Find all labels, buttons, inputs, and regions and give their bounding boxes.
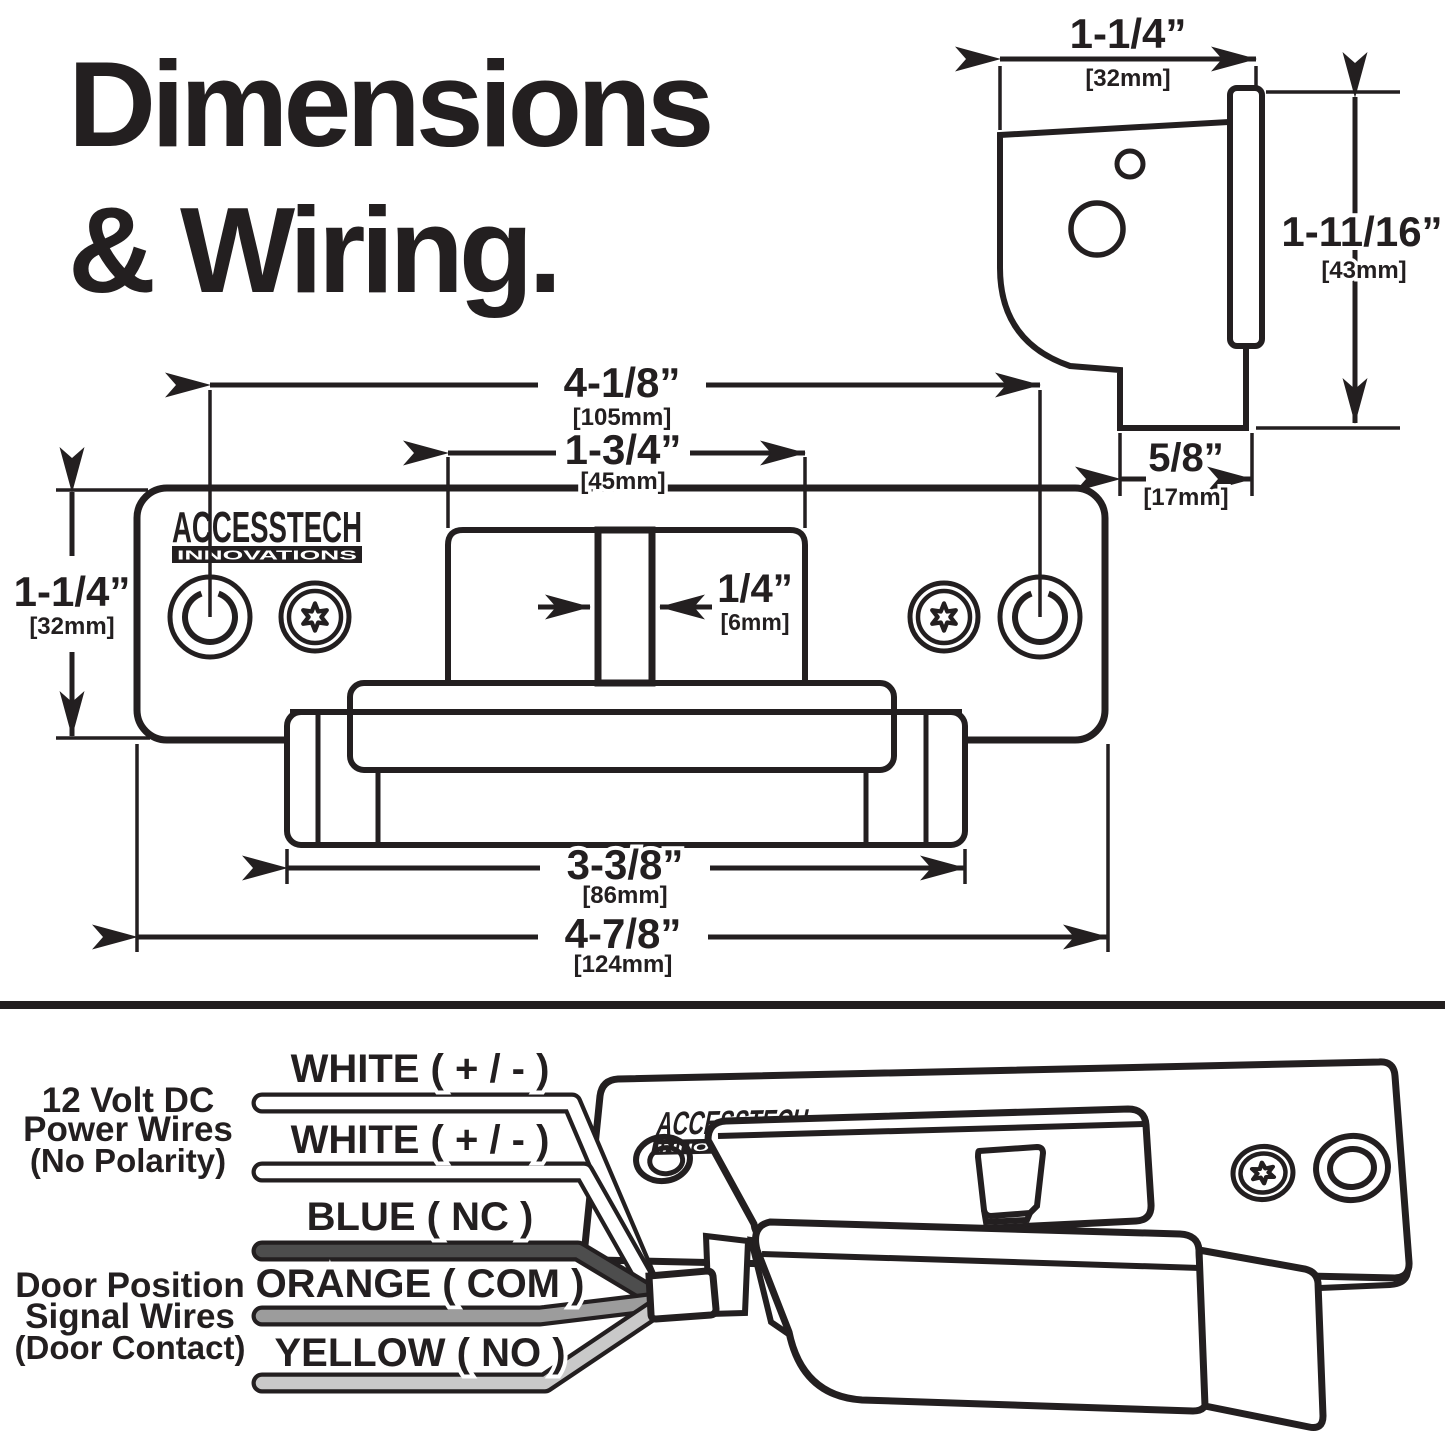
wire-yellow xyxy=(255,1300,665,1390)
dim-plate-width-value: 4-7/8” xyxy=(565,910,682,957)
section-divider-rule xyxy=(0,1001,1445,1009)
dim-plate-height-mm: [32mm] xyxy=(29,613,114,640)
keeper-divider-bar xyxy=(594,526,656,687)
front-view: ACCESSTECH INNOVATIONS xyxy=(10,359,1108,978)
dim-side-width-value: 1-1/4” xyxy=(1070,10,1187,57)
mount-hole-right-outer xyxy=(997,574,1083,660)
persp-latch-tab xyxy=(974,1143,1047,1220)
dim-divider-width: 1/4” [6mm] xyxy=(538,563,797,639)
brand-sub-bar xyxy=(172,546,362,563)
persp-keeper-seam xyxy=(717,1121,1147,1139)
signal-label-line2: Signal Wires xyxy=(25,1297,235,1336)
perspective-strike: ACCESSTECH INNOVATIONS xyxy=(581,1058,1413,1431)
dim-body-width: 3-3/8” [86mm] xyxy=(287,841,965,909)
signal-wires-label: Door Position Signal Wires (Door Contact… xyxy=(15,1266,246,1366)
dim-plate-height-value: 1-1/4” xyxy=(14,568,131,615)
persp-plate-edge xyxy=(1179,1267,1412,1297)
wire-label-white-1: WHITE ( + / - ) xyxy=(291,1047,550,1091)
wire-white-2 xyxy=(255,1165,659,1299)
dim-hole-span-value: 4-1/8” xyxy=(564,359,681,406)
side-faceplate xyxy=(1227,85,1265,349)
dim-divider-mm: [6mm] xyxy=(720,609,789,635)
wiring-section: 12 Volt DC Power Wires (No Polarity) Doo… xyxy=(15,1043,1413,1431)
dim-side-depth: 5/8” [17mm] xyxy=(1120,433,1252,511)
dim-plate-width: 4-7/8” [124mm] xyxy=(137,744,1108,978)
dim-side-height-mm: [43mm] xyxy=(1321,257,1406,284)
dim-side-width: 1-1/4” [32mm] xyxy=(955,6,1258,130)
dim-hole-span: 4-1/8” [105mm] xyxy=(210,359,1040,435)
wire-entry-block xyxy=(645,1267,720,1323)
torx-screw-right xyxy=(907,580,981,654)
wire-orange xyxy=(255,1295,663,1323)
dim-keeper-width-value: 1-3/4” xyxy=(565,426,682,473)
dim-side-width-mm: [32mm] xyxy=(1085,65,1170,92)
wire-labels: WHITE ( + / - ) WHITE ( + / - ) BLUE ( N… xyxy=(252,1043,589,1379)
dim-side-depth-value: 5/8” xyxy=(1148,436,1224,480)
wire-label-blue: BLUE ( NC ) xyxy=(307,1195,534,1239)
dim-side-height: 1-11/16” [43mm] xyxy=(1256,52,1445,430)
dim-plate-width-mm: [124mm] xyxy=(574,951,673,978)
wires xyxy=(251,1092,669,1394)
wire-label-orange: ORANGE ( COM ) xyxy=(256,1262,585,1306)
brand-logo-front: ACCESSTECH INNOVATIONS xyxy=(172,503,362,563)
page-title: Dimensions & Wiring. xyxy=(68,36,715,318)
strike-body-narrow xyxy=(347,680,897,773)
title-line-1: Dimensions xyxy=(68,36,710,172)
brand-name: ACCESSTECH xyxy=(172,503,362,552)
persp-hole-left xyxy=(633,1133,693,1185)
dim-keeper-width-mm: [45mm] xyxy=(580,468,665,495)
persp-hole-right xyxy=(1313,1132,1391,1204)
side-small-hole xyxy=(1114,148,1146,180)
signal-label-line3: (Door Contact) xyxy=(15,1329,246,1366)
dim-side-depth-mm: [17mm] xyxy=(1143,484,1228,511)
dim-keeper-width: 1-3/4” [45mm] xyxy=(448,426,805,528)
side-large-hole xyxy=(1068,200,1126,258)
persp-body-front xyxy=(752,1218,1211,1415)
side-body-outline xyxy=(997,117,1249,431)
side-view: 1-1/4” [32mm] 1-11/16” [43mm] 5/8” [17mm… xyxy=(955,6,1445,511)
brand-sub: INNOVATIONS xyxy=(177,549,357,563)
dim-plate-height: 1-1/4” [32mm] xyxy=(10,490,150,738)
dim-body-width-value: 3-3/8” xyxy=(567,841,684,888)
wire-blue xyxy=(255,1244,660,1303)
mount-hole-left-outer xyxy=(167,574,253,660)
persp-body-side xyxy=(1195,1245,1327,1431)
power-label-line3: (No Polarity) xyxy=(30,1142,226,1179)
power-label-line1: 12 Volt DC xyxy=(42,1081,214,1120)
power-wires-label: 12 Volt DC Power Wires (No Polarity) xyxy=(23,1081,233,1179)
persp-body-lip xyxy=(761,1251,1201,1271)
dim-divider-value: 1/4” xyxy=(717,567,793,611)
power-label-line2: Power Wires xyxy=(23,1110,233,1149)
title-line-2: & Wiring. xyxy=(68,182,557,318)
dim-side-height-value: 1-11/16” xyxy=(1281,208,1442,255)
wire-label-yellow: YELLOW ( NO ) xyxy=(274,1331,565,1375)
signal-label-line1: Door Position xyxy=(15,1266,244,1305)
persp-latch-tab-base xyxy=(981,1209,1033,1226)
dim-body-width-mm: [86mm] xyxy=(582,882,667,909)
torx-screw-left xyxy=(278,580,352,654)
wire-label-white-2: WHITE ( + / - ) xyxy=(291,1118,550,1162)
persp-torx-right xyxy=(1230,1143,1296,1203)
